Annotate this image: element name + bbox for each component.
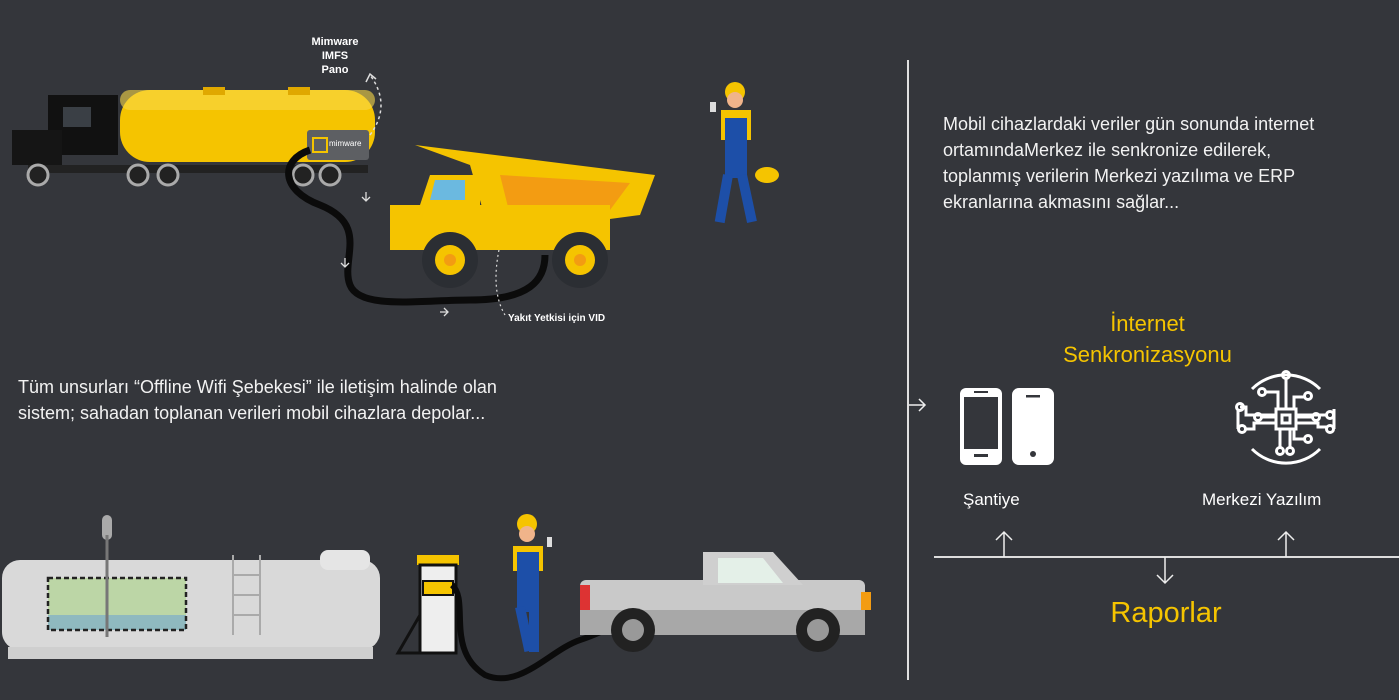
mimware-logo-icon (312, 137, 328, 153)
sync-description: Mobil cihazlardaki veriler gün sonunda i… (943, 114, 1315, 212)
down-arrow-icon (1156, 557, 1174, 585)
mimware-panel: mimware (307, 130, 369, 160)
circuit-chip-icon (1235, 370, 1336, 465)
dashed-arrow-icon (365, 72, 382, 136)
horizontal-connector (934, 556, 1399, 558)
worker-illustration (710, 82, 779, 224)
central-software-label: Merkezi Yazılım (1202, 490, 1322, 509)
sync-title: İnternet Senkronizasyonu (1063, 311, 1232, 367)
fuel-hose (285, 146, 549, 317)
pump-worker-illustration (513, 514, 552, 653)
fuel-pump-illustration (395, 555, 459, 655)
offline-wifi-description: Tüm unsurları “Offline Wifi Şebekesi” il… (18, 377, 497, 423)
mobile-phones-icon (960, 388, 1054, 465)
site-label: Şantiye (963, 490, 1020, 509)
vid-label: Yakıt Yetkisi için VID (508, 313, 606, 324)
up-arrow-icon (1277, 530, 1295, 557)
right-arrow-icon (909, 398, 927, 412)
pano-label: Mimware IMFS Pano (311, 36, 359, 76)
panel-brand-label: mimware (329, 139, 362, 148)
storage-tank-illustration (2, 515, 380, 659)
dump-truck-illustration (390, 145, 655, 288)
tanker-truck-illustration (12, 87, 375, 187)
up-arrow-icon (995, 530, 1013, 557)
reports-label: Raporlar (1110, 597, 1222, 629)
pickup-truck-illustration (580, 552, 871, 652)
vertical-divider (907, 60, 909, 680)
